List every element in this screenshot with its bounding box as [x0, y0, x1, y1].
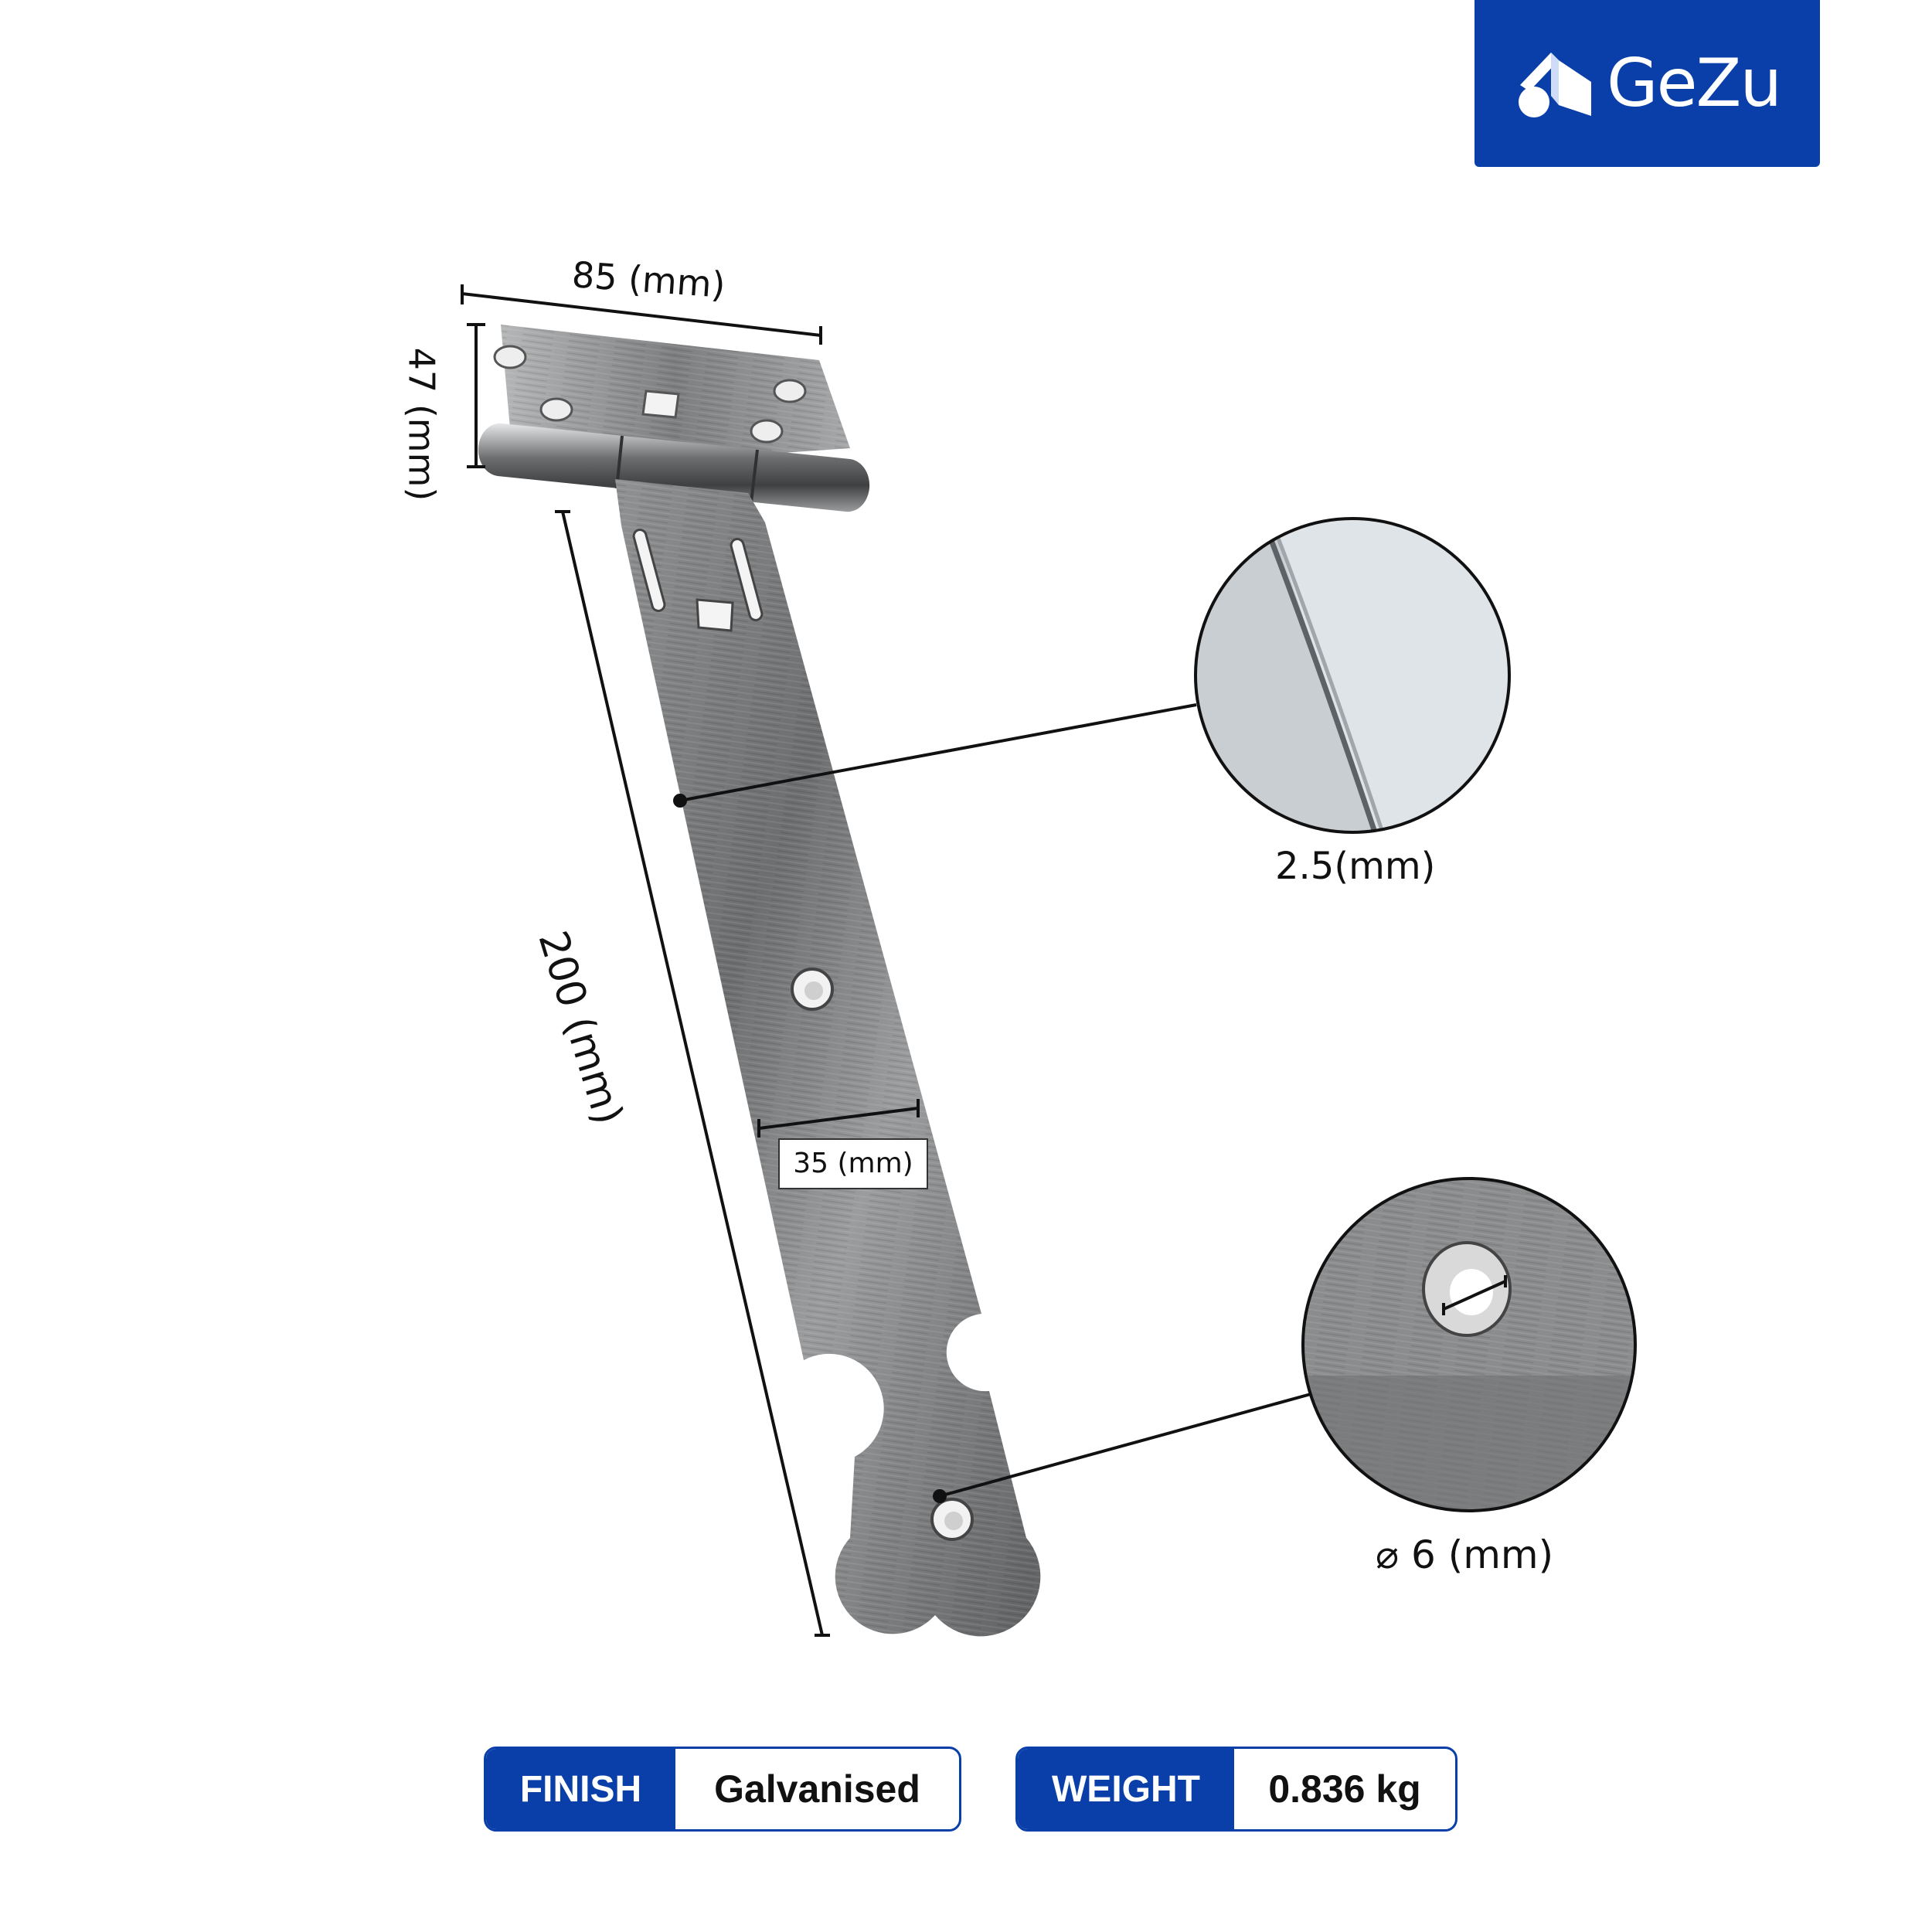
weight-value: 0.836 kg [1268, 1767, 1421, 1811]
finish-spec: FINISH Galvanised [484, 1747, 961, 1832]
dim-top-height: 47 (mm) [400, 347, 443, 502]
finish-value: Galvanised [714, 1767, 920, 1811]
hole-zoom [1301, 1177, 1637, 1512]
weight-spec: WEIGHT 0.836 kg [1015, 1747, 1458, 1832]
thickness-zoom [1194, 517, 1511, 834]
dim-hole-diameter: ⌀ 6 (mm) [1376, 1532, 1554, 1577]
dim-strap-width: 35 (mm) [778, 1138, 928, 1189]
dimension-lines [461, 284, 920, 1637]
callout-lines [673, 703, 1311, 1503]
brand-logo: GeZu [1475, 0, 1820, 167]
finish-label: FINISH [486, 1749, 675, 1829]
brand-name: GeZu [1607, 45, 1782, 122]
weight-label: WEIGHT [1018, 1749, 1234, 1829]
dim-thickness: 2.5(mm) [1275, 845, 1436, 888]
hinge-strap [615, 479, 1041, 1637]
gezu-logo-icon [1519, 53, 1591, 117]
